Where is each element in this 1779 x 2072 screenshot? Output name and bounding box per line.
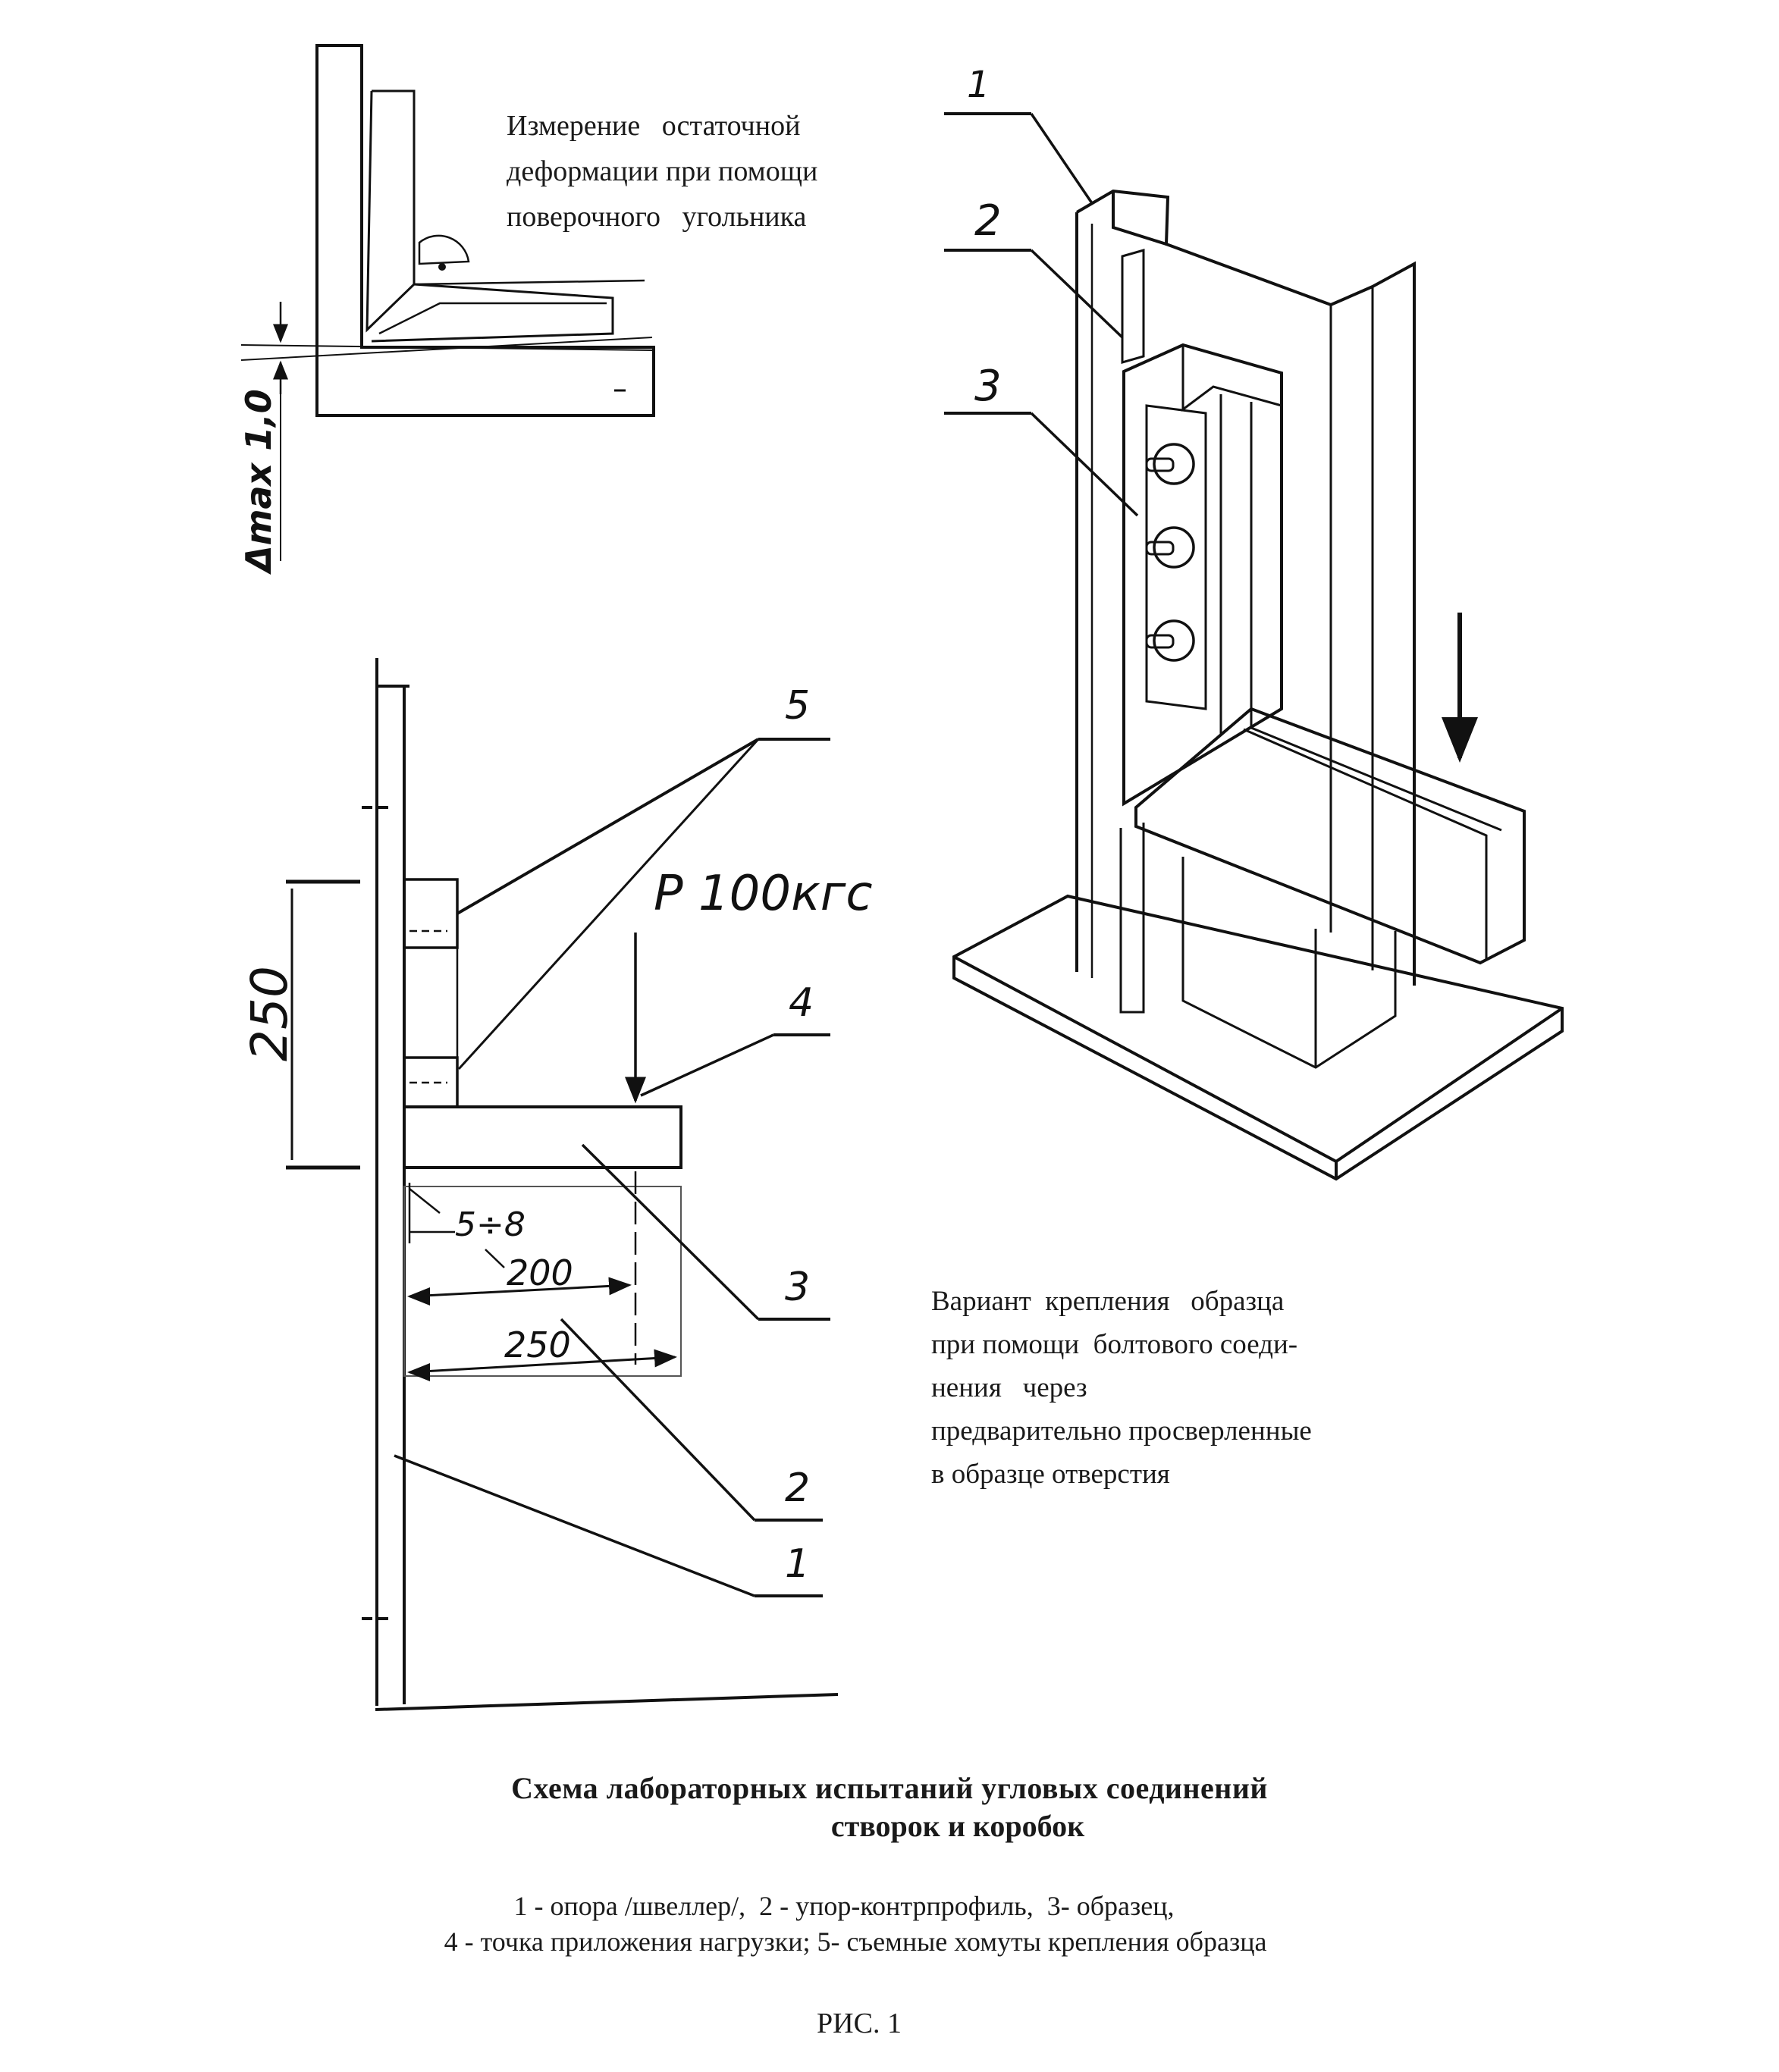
- figure-label: РИС. 1: [817, 2008, 902, 2039]
- callout-5: 5: [785, 683, 810, 729]
- callout-3: 3: [785, 1265, 810, 1310]
- delta-max-label: Δmax 1,0: [238, 389, 279, 575]
- dim-200: 200: [507, 1252, 573, 1293]
- callout-1: 1: [785, 1541, 810, 1587]
- legend-line-2: 4 - точка приложения нагрузки; 5- съемны…: [444, 1926, 1267, 1957]
- legend-line-1: 1 - опора /швеллер/, 2 - упор-контрпрофи…: [513, 1891, 1175, 1921]
- callout-right-1: 1: [967, 64, 990, 106]
- callout-right-2: 2: [974, 196, 1002, 246]
- variant-line-4: предварительно просверленные: [931, 1415, 1312, 1447]
- variant-line-5: в образце отверстия: [931, 1459, 1170, 1490]
- dim-5-8: 5÷8: [455, 1205, 526, 1244]
- variant-description: Вариант крепления образца при помощи бол…: [931, 1280, 1312, 1496]
- variant-line-2: при помощи болтового соеди-: [931, 1329, 1298, 1360]
- variant-line-3: нения через: [931, 1372, 1087, 1403]
- try-square-detail: [240, 44, 655, 561]
- measure-text-line-1: Измерение остаточной: [507, 110, 800, 142]
- dim-250-horizontal: 250: [504, 1324, 571, 1365]
- measure-text-line-2: деформации при помощи: [507, 155, 817, 187]
- figure-title-line-1: Схема лабораторных испытаний угловых сое…: [511, 1771, 1268, 1805]
- variant-line-1: Вариант крепления образца: [931, 1286, 1285, 1317]
- load-label: P 100кгс: [654, 866, 873, 922]
- measure-text: Измерение остаточной деформации при помо…: [507, 110, 817, 233]
- dim-250-vertical: 250: [240, 966, 299, 1061]
- isometric-fixture: [944, 112, 1564, 1181]
- figure-title-line-2: створок и коробок: [830, 1809, 1085, 1843]
- test-schematic: [286, 658, 839, 1711]
- callout-4: 4: [789, 980, 814, 1026]
- callout-2: 2: [785, 1465, 810, 1511]
- measure-text-line-3: поверочного угольника: [507, 201, 807, 233]
- callout-right-3: 3: [974, 362, 1002, 411]
